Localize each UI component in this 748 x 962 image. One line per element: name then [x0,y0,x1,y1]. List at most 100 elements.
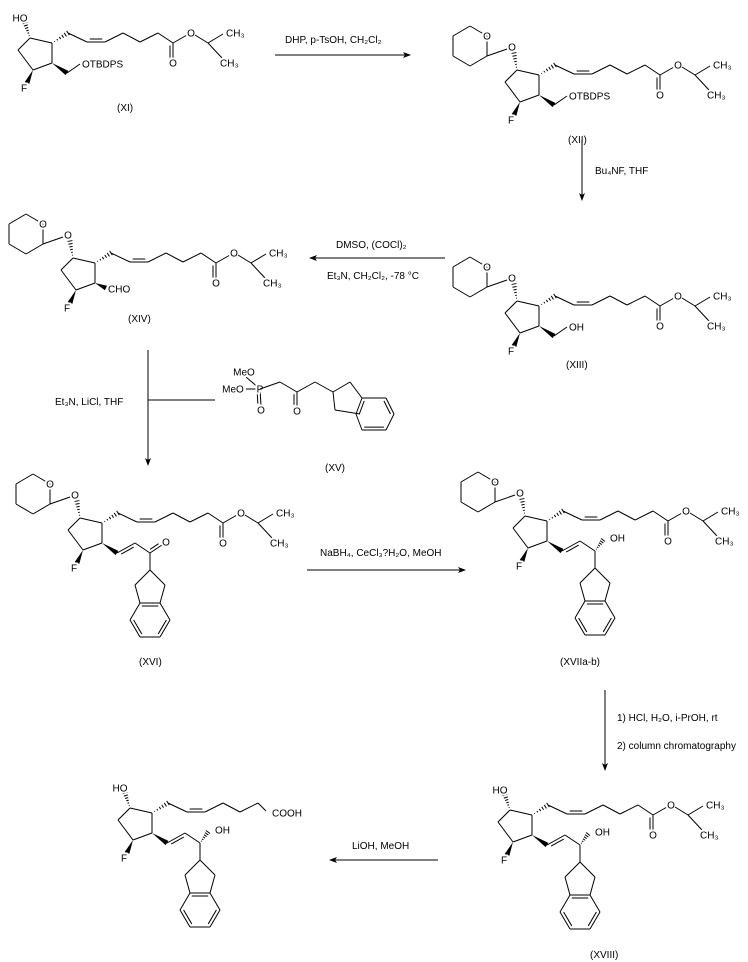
wedge-bond [504,842,513,857]
hash-bond [506,801,509,804]
bond [332,381,351,393]
bond [8,213,27,225]
bond [60,257,74,271]
reagent-step3-bottom: Et₃N, CH₂Cl₂, -78 °C [327,271,419,282]
bond [122,32,141,43]
hash-bond [556,512,559,517]
bond [554,64,575,75]
bond [524,515,548,522]
reagent-step2: Bu₄NF, THF [595,166,648,177]
hash-bond [581,840,584,843]
bond [689,512,704,522]
bond [504,312,521,334]
atom-label: CHO [108,285,130,296]
hash-bond [22,21,28,25]
compound-label-xv: (XV) [325,463,345,474]
bond [184,859,201,876]
bond [494,494,516,503]
bond [584,804,604,815]
atom-label: OH [610,534,625,545]
bond [32,473,51,485]
bond [29,37,53,44]
atom-label: OH [569,323,584,334]
wedge-bond [539,326,556,339]
bond [574,600,586,619]
wedge-bond [519,548,528,563]
bond [157,619,167,635]
atom-label: OH [215,826,230,837]
atom-label: COOH [272,809,302,820]
reagent-step6-line1: 1) HCl, H₂O, i-PrOH, rt [617,713,718,724]
bond [702,520,718,537]
bond [383,400,391,415]
bond [82,542,103,551]
bond [134,584,141,604]
compound-label-xiii: (XIII) [566,360,588,371]
bond [129,602,141,621]
bond [602,804,621,815]
bond [256,391,259,404]
bond [116,542,136,554]
hash-bond [99,258,102,261]
hash-bond [585,832,591,836]
bond [237,254,252,264]
atom-label: O [674,292,682,303]
hash-bond [543,301,546,304]
hash-bond [122,791,128,795]
atom-label: HO [13,14,28,25]
hash-bond [127,802,130,804]
bond [604,617,616,636]
bond [579,567,596,584]
bond [602,617,612,633]
atom-label: O [46,480,54,491]
bond [609,64,628,75]
arrow-step2: Bu₄NF, THF [579,140,648,201]
bond [139,32,159,43]
atom-label: O [39,220,47,231]
hash-bond [113,512,117,517]
reagent-step4: Et₃N, LiCl, THF [55,397,123,408]
atom-label: F [21,84,27,95]
arrow-step1: DHP, p-TsOH, CH₂Cl₂ [275,35,411,58]
bond [574,617,586,636]
hash-bond [161,804,164,809]
hash-bond [126,799,129,802]
hash-bond [104,254,107,259]
hash-bond [106,518,109,521]
bond [516,69,540,76]
bond [49,496,71,505]
atom-label: OH [595,828,610,839]
bond [452,256,471,268]
atom-label: CH₃ [220,59,239,70]
bond [559,894,571,913]
bond [244,514,259,524]
bond [527,540,548,549]
atom-label: O [212,279,220,290]
bond [149,544,163,554]
bond [209,892,221,911]
bond [604,582,611,602]
atom-label: F [121,854,127,865]
atom-label: OTBDPS [82,60,123,71]
hash-bond [550,64,554,69]
reagent-step1: DHP, p-TsOH, CH₂Cl₂ [285,35,382,46]
hash-bond [204,832,209,836]
bond [547,804,568,815]
bond [674,806,689,816]
wedge-bond [67,290,76,305]
bond [644,64,661,76]
bond [687,814,703,831]
atom-label: O [656,91,664,102]
bond [702,511,719,522]
wedge-bond [124,840,133,855]
atom-label: OTBDPS [569,92,610,103]
bond [117,512,138,523]
atom-label: O [656,322,664,333]
hash-bond [551,516,554,519]
bond [355,397,363,415]
